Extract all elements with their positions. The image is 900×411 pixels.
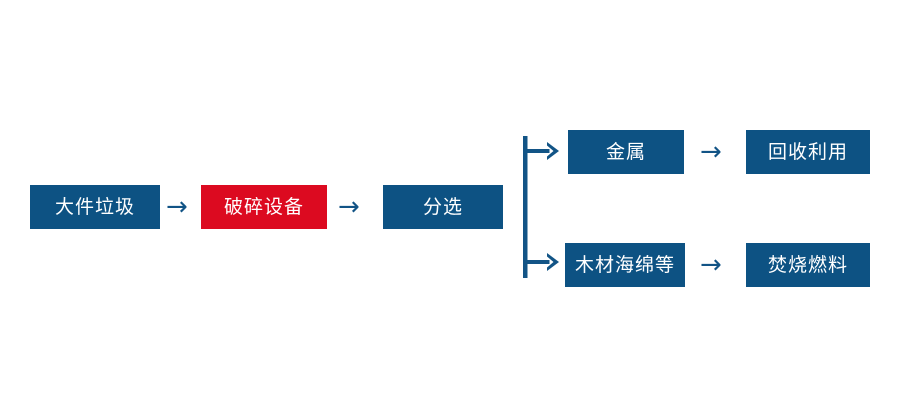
node-crusher-label: 破碎设备 (223, 196, 304, 218)
node-wood-sponge[interactable]: 木材海绵等 (565, 243, 685, 287)
node-bulky-waste-label: 大件垃圾 (54, 196, 135, 218)
node-incineration-fuel[interactable]: 焚烧燃料 (746, 243, 870, 287)
branch-top-stub (527, 149, 550, 153)
node-metal-label: 金属 (605, 141, 646, 163)
arrow-right-icon-bulky-to-crusher: → (166, 192, 188, 222)
arrow-head-icon-branch-top (547, 142, 559, 160)
node-recycle-reuse[interactable]: 回收利用 (746, 130, 870, 174)
arrow-right-icon-crusher-to-sorting: → (338, 192, 360, 222)
branch-connector-svg (523, 136, 559, 278)
branch-bottom-stub (527, 260, 550, 264)
branch-connector (523, 136, 569, 278)
arrow-right-icon-metal-to-recycle: → (700, 137, 722, 167)
node-wood-sponge-label: 木材海绵等 (574, 254, 675, 276)
node-sorting-label: 分选 (422, 196, 463, 218)
node-bulky-waste[interactable]: 大件垃圾 (30, 185, 160, 229)
arrow-right-icon-wood-to-incineration: → (700, 250, 722, 280)
node-crusher-equipment[interactable]: 破碎设备 (201, 185, 327, 229)
node-incineration-fuel-label: 焚烧燃料 (767, 254, 848, 276)
arrow-head-icon-branch-bottom (547, 253, 559, 271)
node-metal[interactable]: 金属 (568, 130, 684, 174)
node-recycle-reuse-label: 回收利用 (767, 141, 848, 163)
node-sorting[interactable]: 分选 (383, 185, 503, 229)
branch-vertical-bus (523, 136, 528, 278)
